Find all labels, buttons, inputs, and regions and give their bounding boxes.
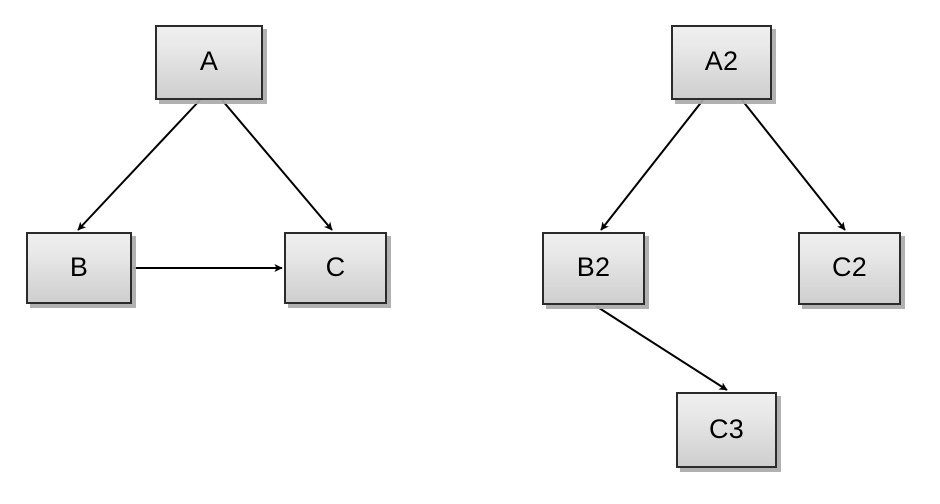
node-a2[interactable]: A2 <box>671 25 772 100</box>
node-c2-label: C2 <box>832 252 867 282</box>
node-c2[interactable]: C2 <box>798 232 901 305</box>
node-c3[interactable]: C3 <box>676 392 777 468</box>
edge-a2-to-c2 <box>741 99 846 231</box>
node-b2[interactable]: B2 <box>542 232 645 305</box>
edge-b2-to-c3 <box>595 305 728 391</box>
node-b2-label: B2 <box>576 252 611 282</box>
node-b[interactable]: B <box>26 232 132 304</box>
node-a-label: A <box>199 46 219 76</box>
node-b-label: B <box>69 251 89 282</box>
node-c[interactable]: C <box>284 232 387 304</box>
edge-a-to-b <box>77 99 201 231</box>
edge-a2-to-b2 <box>600 99 704 231</box>
edge-a-to-c <box>221 99 333 231</box>
node-c-label: C <box>325 251 346 282</box>
node-a[interactable]: A <box>155 25 263 100</box>
node-c3-label: C3 <box>709 413 744 444</box>
node-a2-label: A2 <box>704 46 739 76</box>
